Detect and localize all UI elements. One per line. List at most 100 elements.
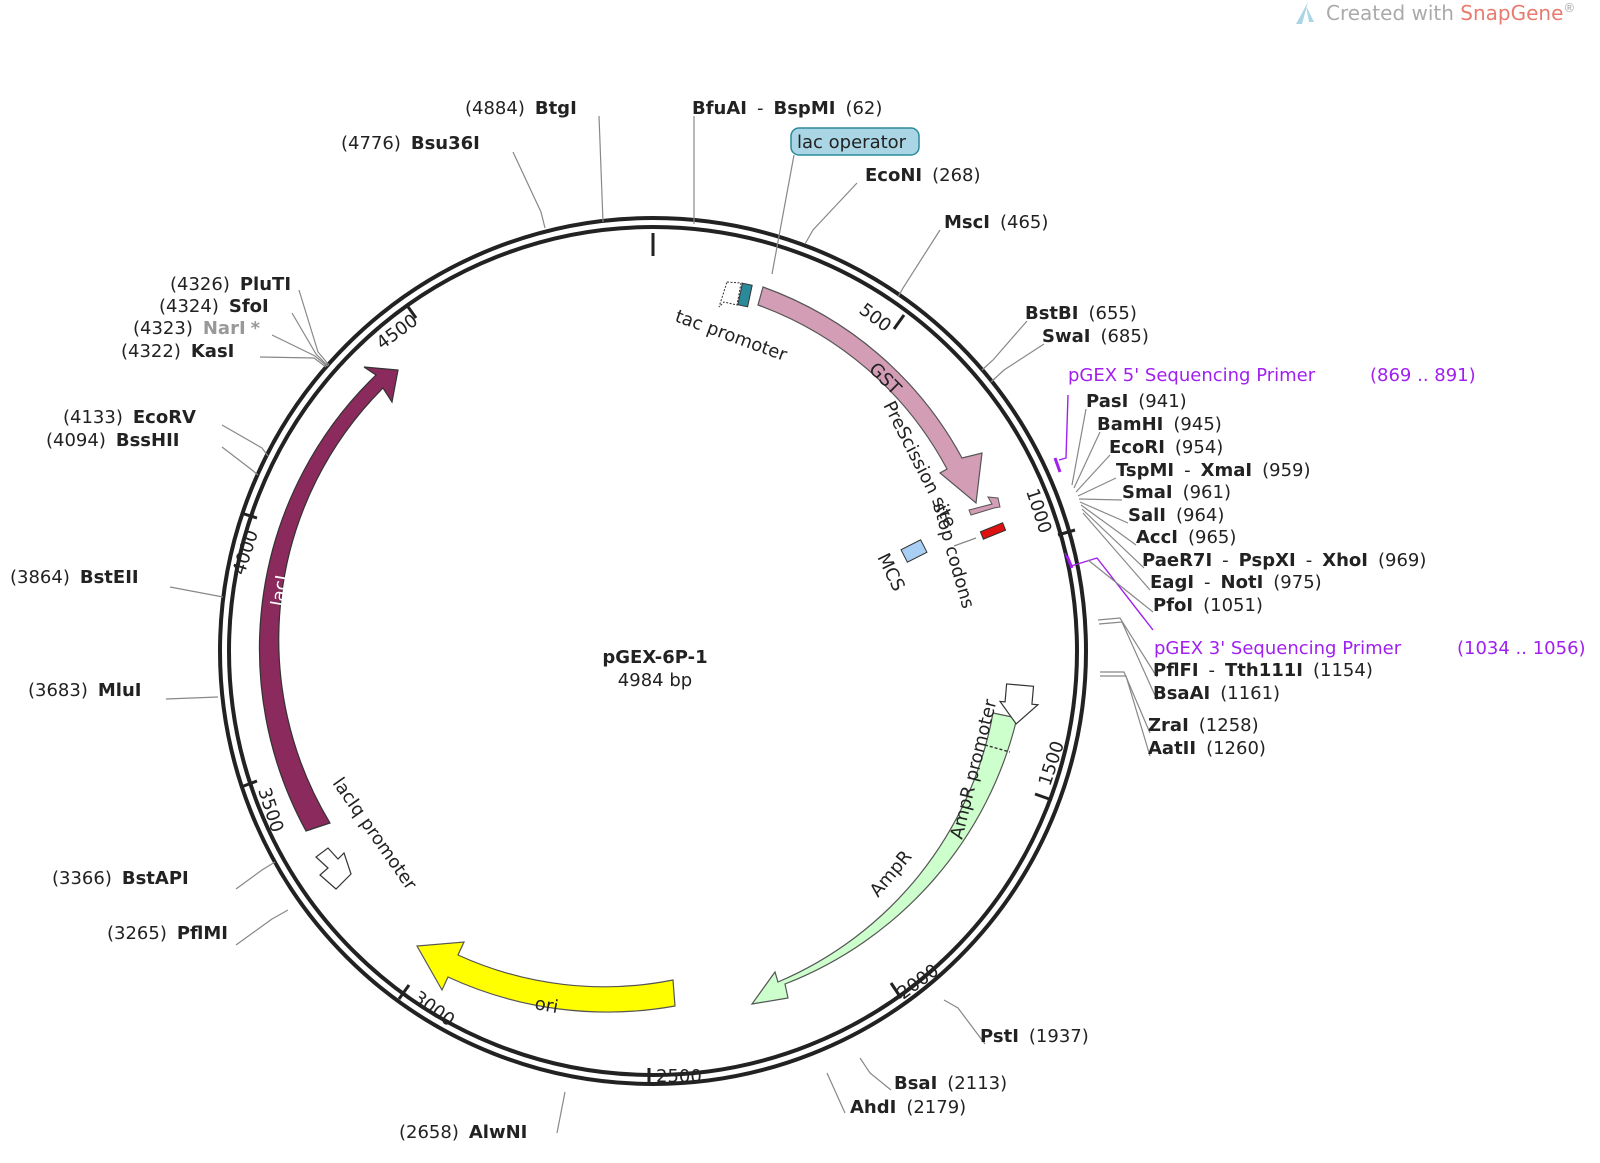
enzyme-name: Tth111I — [1225, 660, 1303, 681]
scale-tick-3000 — [397, 984, 411, 1000]
cut-site-label: (4323)NarI* — [133, 318, 261, 339]
enzyme-name: PluTI — [240, 274, 291, 295]
enzyme-name: BstAPI — [122, 868, 189, 889]
lead-alwni — [556, 1091, 566, 1134]
enzyme-name: AhdI — [850, 1097, 896, 1118]
cut-site-label: PaeR7I-PspXI-XhoI(969) — [1142, 550, 1426, 571]
enzyme-name: XmaI — [1201, 460, 1252, 481]
enzyme-name: TspMI — [1116, 460, 1174, 481]
site-position: - — [1184, 460, 1191, 481]
lead-pflfi — [1097, 617, 1158, 678]
site-position: (1051) — [1203, 595, 1263, 616]
enzyme-name: PspXI — [1239, 550, 1296, 571]
backbone-outer — [218, 216, 1088, 1086]
site-position: (3265) — [107, 923, 167, 944]
site-position: (2658) — [399, 1122, 459, 1143]
enzyme-name: AccI — [1136, 527, 1178, 548]
cut-site-label: (4324)SfoI — [159, 296, 269, 317]
lead-bsshii — [221, 446, 259, 476]
enzyme-name: BamHI — [1097, 414, 1163, 435]
scale-tick-1000 — [1057, 528, 1076, 537]
site-position: (1260) — [1206, 738, 1266, 759]
lead-btgi — [598, 115, 604, 223]
lead-swai — [990, 343, 1045, 383]
site-position: (4133) — [63, 407, 123, 428]
enzyme-name: SfoI — [229, 296, 269, 317]
cut-site-label: (3366)BstAPI — [52, 868, 189, 889]
site-position: (4323) — [133, 318, 193, 339]
lead-pluti — [298, 289, 330, 366]
lac-operator-label: lac operator — [797, 132, 907, 153]
cut-site-label: AccI (965) — [1136, 527, 1236, 548]
enzyme-name: PstI — [980, 1026, 1019, 1047]
lead-psti — [943, 999, 986, 1045]
site-position: (4094) — [46, 430, 106, 451]
scale-label-1000: 1000 — [1021, 486, 1055, 536]
site-position: (268) — [932, 165, 980, 186]
cut-site-label: (4322)KasI — [121, 341, 234, 362]
svg-text:Created with SnapGene®: Created with SnapGene® — [1326, 1, 1575, 25]
lead-smai — [1078, 498, 1123, 501]
lac-operator-mark — [737, 282, 753, 308]
stop-codons-mark — [979, 522, 1007, 540]
primer-3-arrow — [1065, 555, 1074, 569]
site-position: (1258) — [1199, 715, 1259, 736]
enzyme-name: PasI — [1086, 391, 1128, 412]
cut-site-label: SwaI(685) — [1042, 326, 1149, 347]
site-position: (465) — [1000, 212, 1048, 233]
site-position: (959) — [1262, 460, 1310, 481]
site-position: (655) — [1088, 303, 1136, 324]
site-position: (4884) — [465, 98, 525, 119]
enzyme-name: MscI — [944, 212, 990, 233]
enzyme-name: PaeR7I — [1142, 550, 1212, 571]
cut-site-label: EagI-NotI(975) — [1150, 572, 1322, 593]
site-position: (954) — [1175, 437, 1223, 458]
lead-ecorv — [221, 424, 269, 457]
lead-econi — [804, 182, 858, 245]
scale-tick-3500 — [240, 779, 258, 789]
cut-site-label: BsaAI (1161) — [1153, 683, 1280, 704]
lead-nari — [271, 334, 328, 367]
site-position: (4776) — [341, 133, 401, 154]
enzyme-name: SalI — [1128, 505, 1166, 526]
gst-arrow — [757, 286, 983, 505]
watermark-mark: ® — [1563, 1, 1575, 15]
site-position: (964) — [1176, 505, 1224, 526]
cut-site-label: ZraI(1258) — [1148, 715, 1259, 736]
cut-site-label: EcoRI(954) — [1109, 437, 1223, 458]
lead-eagi — [1082, 512, 1151, 591]
lead-bstapi — [235, 861, 276, 890]
primer-5-range: (869 .. 891) — [1370, 365, 1476, 386]
lead-acci — [1080, 504, 1137, 546]
lead-bstbi — [981, 320, 1028, 371]
lead-bsteii — [169, 586, 224, 598]
enzyme-name: BspMI — [774, 98, 836, 119]
cut-site-label: (2658) AlwNI — [399, 1122, 527, 1143]
site-position: (3864) — [10, 567, 70, 588]
site-position: (2179) — [906, 1097, 966, 1118]
cut-site-label: PasI(941) — [1086, 391, 1187, 412]
cut-site-leaders — [165, 115, 1158, 1134]
cut-site-label: (4133)EcoRV — [63, 407, 196, 428]
enzyme-name: PfoI — [1153, 595, 1193, 616]
enzyme-name: PflMI — [177, 923, 228, 944]
scale-label-500: 500 — [855, 299, 895, 336]
enzyme-name: KasI — [191, 341, 235, 362]
enzyme-name: AlwNI — [469, 1122, 528, 1143]
enzyme-name: EagI — [1150, 572, 1194, 593]
site-position: (965) — [1188, 527, 1236, 548]
ampr-promoter-divider — [984, 744, 1011, 753]
lead-aatii — [1100, 675, 1151, 757]
lead-pflmi — [235, 909, 289, 946]
cut-site-label: BsaI(2113) — [894, 1073, 1007, 1094]
lead-msci — [897, 229, 941, 298]
site-position: (1161) — [1220, 683, 1280, 704]
mcs-label: MCS — [873, 550, 909, 595]
enzyme-name: BsaAI — [1153, 683, 1210, 704]
laci-arrow — [258, 366, 399, 832]
cut-site-label: AatII(1260) — [1148, 738, 1266, 759]
scale-tick-4000 — [240, 511, 258, 520]
enzyme-name: BssHII — [116, 430, 180, 451]
